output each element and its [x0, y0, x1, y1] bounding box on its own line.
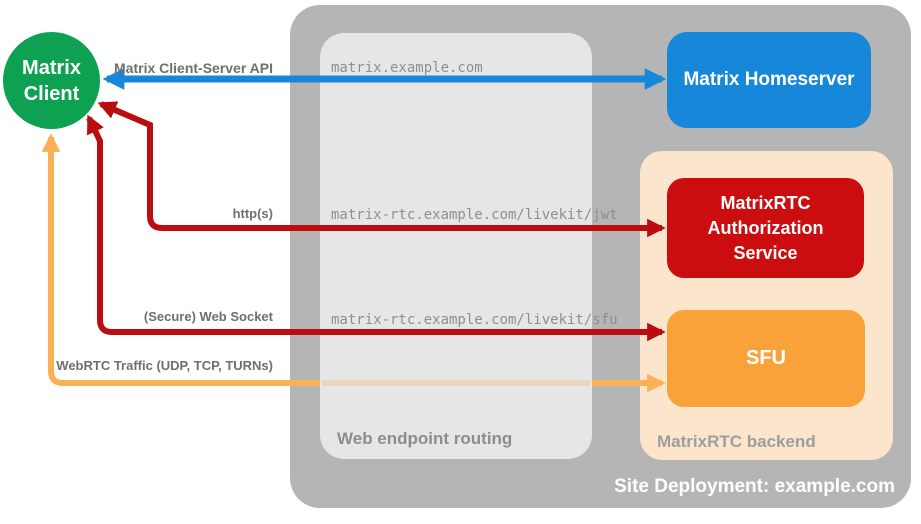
webrtc-traffic-arrow	[41, 133, 666, 393]
site-deployment-label: Site Deployment: example.com	[614, 476, 895, 497]
endpoint-homeserver-host: matrix.example.com	[331, 60, 483, 76]
endpoint-sfu-path: matrix-rtc.example.com/livekit/sfu	[331, 312, 618, 328]
https-label: http(s)	[232, 206, 273, 221]
webrtc-traffic-label: WebRTC Traffic (UDP, TCP, TURNs)	[56, 358, 273, 373]
sfu-node: SFU	[667, 310, 865, 407]
sfu-label: SFU	[746, 347, 786, 369]
matrixrtc-authorization-service-label: MatrixRTC Authorization Service	[707, 192, 824, 263]
matrix-homeserver-label: Matrix Homeserver	[683, 69, 855, 90]
web-endpoint-routing-label: Web endpoint routing	[337, 429, 513, 448]
endpoint-jwt-path: matrix-rtc.example.com/livekit/jwt	[331, 207, 618, 223]
websocket-label: (Secure) Web Socket	[143, 309, 273, 324]
matrix-client-node: Matrix Client	[3, 32, 100, 129]
matrix-homeserver-node: Matrix Homeserver	[667, 32, 871, 128]
matrixrtc-authorization-service-node: MatrixRTC Authorization Service	[667, 178, 864, 278]
matrix-client-label: Matrix Client	[22, 56, 81, 105]
matrixrtc-backend-label: MatrixRTC backend	[657, 432, 816, 451]
